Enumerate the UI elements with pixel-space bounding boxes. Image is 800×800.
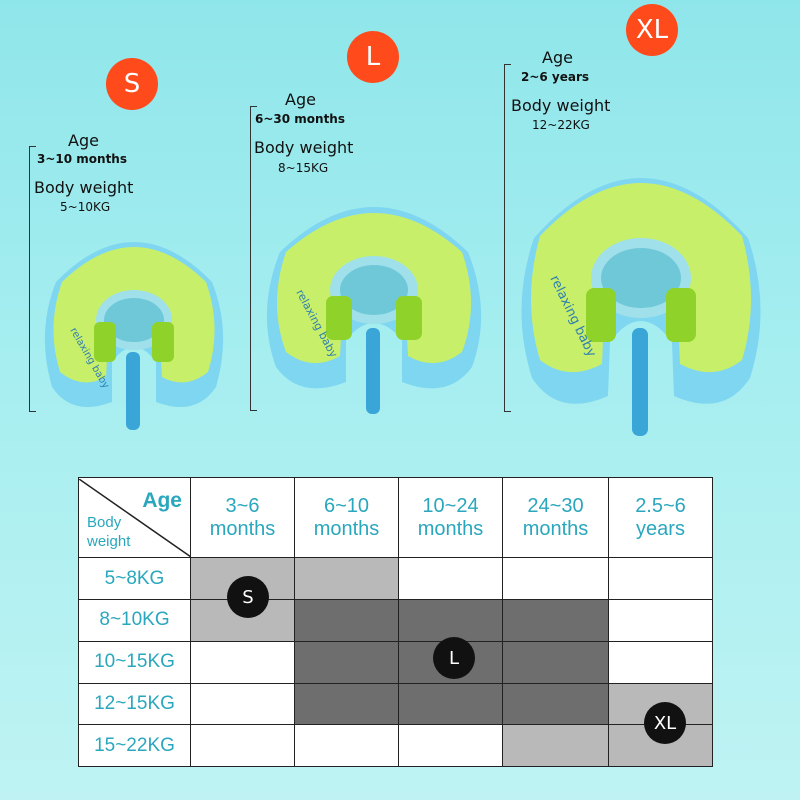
size-l-weight-value: 8~15KG [278, 161, 329, 175]
row-header: 10~15KG [78, 640, 191, 684]
table-cell [398, 682, 503, 726]
table-marker-xl: XL [644, 702, 686, 744]
size-l-weight-label: Body weight [254, 138, 354, 157]
table-cell [190, 682, 295, 726]
size-badge-s: S [106, 58, 158, 110]
size-s-weight-label: Body weight [34, 178, 134, 197]
size-l-bracket [250, 106, 257, 411]
size-badge-xl: XL [626, 4, 678, 56]
size-xl-bracket [504, 64, 511, 412]
table-cell [190, 724, 295, 767]
table-cell [608, 640, 713, 684]
table-cell [294, 682, 399, 726]
corner-age-label: Age [142, 488, 182, 512]
size-badge-l: L [347, 31, 399, 83]
table-row: 10~15KG [78, 640, 713, 684]
table-cell [294, 557, 399, 601]
baby-float-xl-image: relaxing baby [521, 178, 761, 436]
size-xl-age-value: 2~6 years [521, 70, 590, 84]
table-marker-l: L [433, 637, 475, 679]
table-cell [398, 724, 503, 767]
table-cell [502, 557, 609, 601]
table-row: 12~15KG [78, 682, 713, 726]
table-row: 5~8KG [78, 557, 713, 601]
size-xl-weight-value: 12~22KG [532, 118, 590, 132]
size-s-age-label: Age [68, 131, 99, 150]
table-cell [608, 557, 713, 601]
table-row: 8~10KG [78, 599, 713, 642]
table-cell [398, 557, 503, 601]
row-header: 5~8KG [78, 557, 191, 601]
size-xl-weight-label: Body weight [511, 96, 611, 115]
size-l-age-value: 6~30 months [255, 112, 345, 126]
table-cell [190, 640, 295, 684]
row-header: 12~15KG [78, 682, 191, 726]
table-cell [502, 599, 609, 642]
table-cell [294, 724, 399, 767]
table-cell [398, 599, 503, 642]
size-s-weight-value: 5~10KG [60, 200, 111, 214]
row-header: 8~10KG [78, 599, 191, 642]
table-cell [502, 724, 609, 767]
size-xl-age-label: Age [542, 48, 573, 67]
table-cell [502, 640, 609, 684]
table-row: 15~22KG [78, 724, 713, 767]
table-cell [294, 599, 399, 642]
size-l-age-label: Age [285, 90, 316, 109]
size-s-age-value: 3~10 months [37, 152, 127, 166]
table-marker-s: S [227, 576, 269, 618]
row-header: 15~22KG [78, 724, 191, 767]
baby-float-l-image: relaxing baby [266, 207, 482, 414]
baby-float-s-image: relaxing baby [44, 242, 224, 430]
size-s-bracket [29, 146, 36, 412]
table-cell [502, 682, 609, 726]
corner-diagonal-line [79, 478, 190, 557]
table-cell [294, 640, 399, 684]
table-cell [608, 599, 713, 642]
